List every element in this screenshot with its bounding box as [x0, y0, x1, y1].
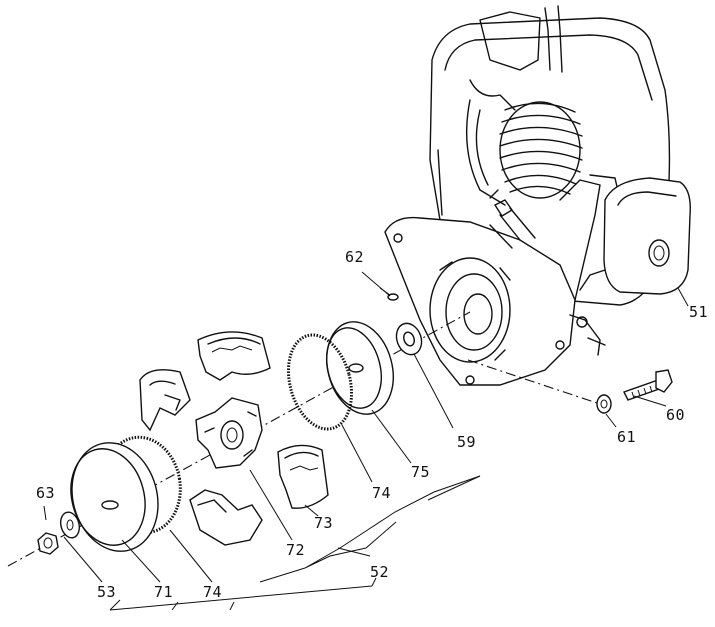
clutch-shoe-upper-left [139, 369, 191, 432]
label-part-61: 61 [617, 428, 637, 446]
bolt-centerline [467, 359, 613, 409]
label-part-52: 52 [370, 563, 390, 581]
label-part-74-upper: 74 [372, 484, 392, 502]
label-part-53: 53 [97, 583, 117, 601]
label-part-73: 73 [314, 514, 334, 532]
part-75-drum [326, 321, 394, 415]
label-part-75: 75 [411, 463, 431, 481]
clutch-shoe-upper-right [197, 331, 271, 381]
label-part-59: 59 [457, 433, 477, 451]
label-part-63: 63 [36, 484, 56, 502]
part-74-spring-upper [286, 333, 354, 431]
label-part-72: 72 [286, 541, 306, 559]
part-72-hub [195, 397, 263, 469]
engine-assembly [384, 5, 691, 386]
clutch-shoe-lower-left [189, 489, 263, 546]
label-part-74-lower: 74 [203, 583, 223, 601]
cylinder-fins [499, 101, 583, 199]
leader-lines [43, 271, 689, 611]
label-part-62: 62 [345, 248, 365, 266]
part-73-shoe [277, 444, 329, 509]
label-part-71: 71 [154, 583, 174, 601]
label-part-51: 51 [689, 303, 709, 321]
part-53-washer [59, 511, 81, 539]
part-60-bolt [623, 369, 673, 401]
part-63-nut [37, 532, 59, 555]
part-61-washer [596, 394, 612, 414]
label-part-60: 60 [666, 406, 686, 424]
part-71-plate [70, 442, 159, 552]
